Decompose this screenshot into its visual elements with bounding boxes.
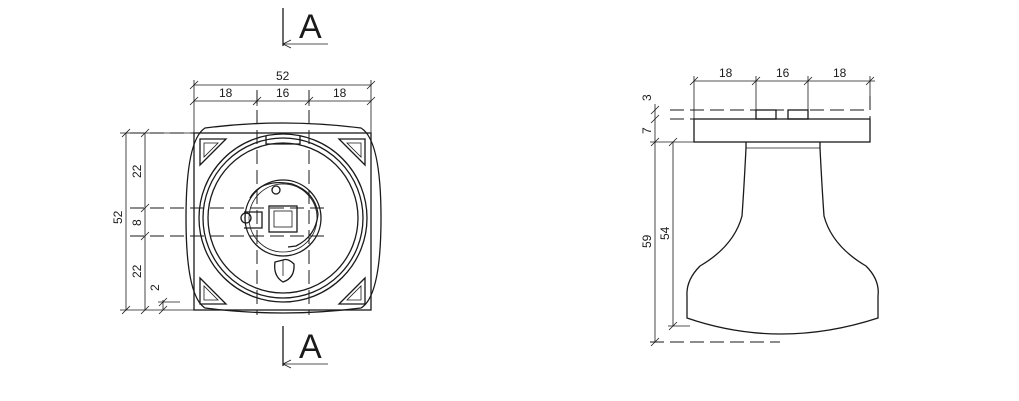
front-dim-right-width: 18: [333, 86, 347, 100]
key-slot: [274, 258, 295, 283]
front-dim-offset: 2: [148, 284, 162, 291]
front-dim-left-width: 18: [219, 86, 233, 100]
side-dim-left-width: 18: [719, 66, 733, 80]
front-dim-overall-width: 52: [276, 69, 290, 83]
side-view: [650, 96, 879, 343]
side-left-dimensions: 3 7 59 54: [640, 94, 694, 347]
front-top-dimensions: 52 18 16 18: [189, 69, 376, 133]
front-dim-lower-height: 22: [130, 264, 144, 278]
side-dim-overall-height: 59: [640, 234, 654, 248]
front-dim-middle-width: 16: [276, 86, 290, 100]
side-plate: [693, 118, 871, 143]
side-pin-left: [755, 109, 777, 120]
spindle-ring: [244, 179, 322, 257]
section-label-top: A: [299, 8, 322, 46]
front-view: [130, 90, 382, 315]
side-dim-plate: 7: [640, 127, 654, 134]
front-dim-upper-height: 22: [130, 164, 144, 178]
front-dim-overall-height: 52: [111, 210, 125, 224]
front-dim-middle-height: 8: [130, 219, 144, 226]
side-dim-knob-height: 54: [658, 226, 672, 240]
section-marker-bottom: A: [282, 326, 328, 369]
front-left-dimensions: 52 22 8 22 2: [111, 128, 194, 315]
knob-profile: [686, 142, 879, 335]
side-pin-right: [787, 109, 809, 120]
rose-outline: [185, 122, 382, 314]
side-dim-middle-width: 16: [776, 66, 790, 80]
outer-ring: [198, 133, 368, 303]
side-top-dimensions: 18 16 18: [689, 66, 875, 119]
corner-triangles: [199, 138, 366, 305]
side-dim-top: 3: [640, 94, 654, 101]
square-plate: [193, 132, 372, 311]
side-dim-right-width: 18: [833, 66, 847, 80]
section-label-bottom: A: [299, 328, 322, 366]
spindle-square: [268, 205, 298, 233]
section-marker-top: A: [282, 8, 328, 49]
